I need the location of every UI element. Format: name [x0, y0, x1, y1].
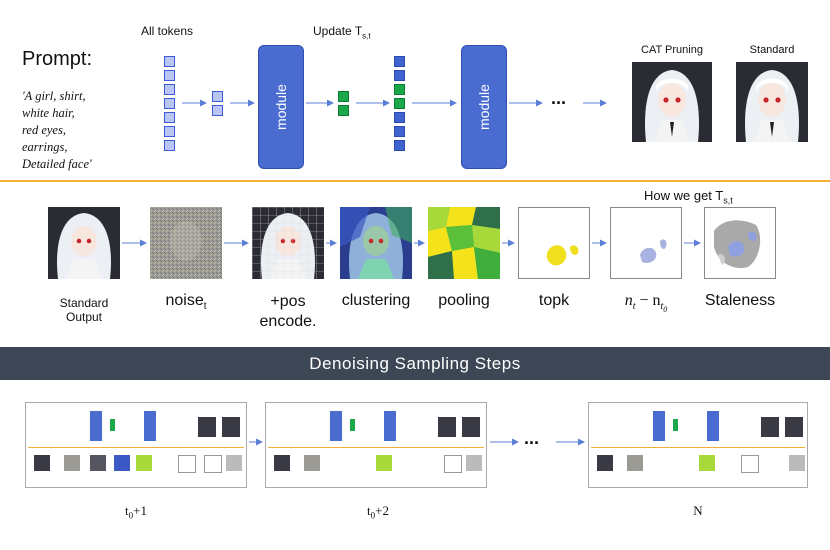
step-label-topk: topk [538, 292, 570, 309]
step-caption-1: t0+1 [106, 503, 166, 521]
all-tokens-label: All tokens [141, 24, 194, 38]
standard-image [736, 62, 808, 142]
token [394, 56, 405, 67]
token [338, 91, 349, 102]
step-label-standard: Standard Output [40, 296, 128, 324]
step-label-line: +pos [270, 293, 306, 310]
section-divider [0, 180, 830, 182]
token [164, 140, 175, 151]
prompt-label: Prompt: [22, 48, 93, 70]
prompt-line: Detailed face' [22, 157, 92, 171]
step-thumbnail-2 [265, 402, 487, 488]
step-thumbnail-n [588, 402, 808, 488]
caption-text: t [367, 503, 371, 518]
step-label-nt-diff: nt − nt0 [600, 292, 692, 314]
caption-text: t [125, 503, 129, 518]
prompt-line: earrings, [22, 140, 68, 154]
prompt-line: white hair, [22, 106, 75, 120]
pooling-image [428, 207, 500, 279]
step-label-staleness: Staleness [704, 292, 776, 309]
pipeline-arrows [122, 239, 701, 247]
cat-pruning-image [632, 62, 712, 142]
how-we-get-sub: s,t [723, 195, 733, 206]
token [394, 98, 405, 109]
banner-title: Denoising Sampling Steps [309, 353, 521, 373]
caption-sub: 0 [370, 510, 376, 521]
step-label-sub: t [203, 301, 207, 313]
step-caption-2: t0+2 [348, 503, 408, 521]
top-arrows [182, 99, 607, 107]
step-label-clustering: clustering [341, 292, 411, 309]
standard-label: Standard [749, 44, 795, 56]
token [394, 126, 405, 137]
update-label-text: Update T [313, 24, 363, 38]
token [164, 126, 175, 137]
noise-image [150, 207, 222, 279]
prompt-line: red eyes, [22, 123, 66, 137]
step-label-subsub: 0 [663, 305, 668, 315]
prompt-line: 'A girl, shirt, [22, 89, 86, 103]
module-block-2: module [461, 45, 507, 169]
token [394, 70, 405, 81]
token [394, 140, 405, 151]
caption-rest: +2 [375, 503, 389, 518]
pos-encode-image [252, 207, 324, 279]
token [164, 84, 175, 95]
prompt-text: 'A girl, shirt, white hair, red eyes, ea… [22, 88, 142, 173]
step-thumbnail-1 [25, 402, 247, 488]
token [338, 105, 349, 116]
step-label-pooling: pooling [438, 292, 490, 309]
token [164, 56, 175, 67]
staleness-image [704, 207, 776, 279]
clustering-image [340, 207, 412, 279]
cat-pruning-label: CAT Pruning [641, 44, 703, 56]
bottom-ellipsis: ... [524, 428, 540, 448]
token [394, 112, 405, 123]
topk-image [518, 207, 590, 279]
how-we-get-label: How we get Ts,t [644, 188, 733, 206]
token [164, 70, 175, 81]
token [212, 105, 223, 116]
caption-rest: +1 [133, 503, 147, 518]
step-caption-n: N [693, 503, 703, 518]
standard-output-image [48, 207, 120, 279]
step-label-pos-encode: +pos encode. [244, 292, 332, 332]
step-label-sub: t [632, 301, 636, 313]
step-label-text: noise [165, 292, 204, 309]
how-we-get-text: How we get T [644, 188, 724, 203]
step-label-text: n [624, 292, 633, 309]
update-label: Update Ts,t [313, 24, 371, 40]
token [394, 84, 405, 95]
step-label-sub: t [660, 301, 664, 313]
token [164, 98, 175, 109]
update-label-sub: s,t [362, 31, 371, 41]
module-block-1: module [258, 45, 304, 169]
step-label-line: Standard [59, 296, 109, 310]
token [212, 91, 223, 102]
step-label-noise: noiset [150, 292, 222, 312]
ellipsis: ... [551, 88, 567, 108]
step-label-line: Output [65, 310, 103, 324]
nt-diff-image [610, 207, 682, 279]
step-label-mid: − n [635, 292, 661, 309]
denoising-banner: Denoising Sampling Steps [0, 347, 830, 380]
bottom-arrows [249, 438, 585, 446]
caption-sub: 0 [128, 510, 134, 521]
step-label-line: encode. [259, 313, 317, 330]
token [164, 112, 175, 123]
